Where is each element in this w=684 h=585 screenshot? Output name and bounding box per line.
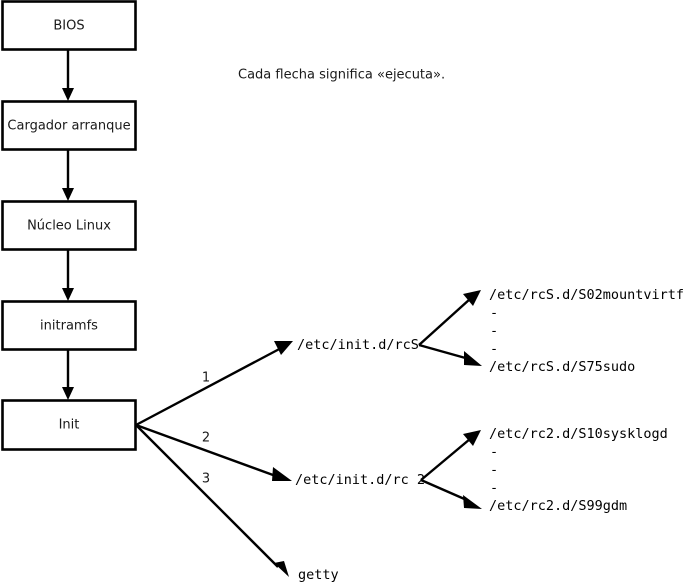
diagram-caption: Cada flecha significa «ejecuta». xyxy=(238,68,445,83)
box-bios-rect xyxy=(1,0,137,51)
box-init: Init xyxy=(1,399,137,451)
arrow-head-rc2-last xyxy=(463,495,482,509)
rcs-ellipsis-dash-2: - xyxy=(490,323,498,339)
box-init-rect xyxy=(1,399,137,451)
box-bios-label: BIOS xyxy=(53,19,84,34)
rc2-ellipsis-dash-1: - xyxy=(490,444,498,460)
box-initramfs-label: initramfs xyxy=(40,319,98,334)
init-branch-3 xyxy=(135,424,289,577)
arrow-head-bios-to-bootloader xyxy=(62,88,74,101)
box-initramfs: initramfs xyxy=(1,300,137,351)
label-rcs-last-script: /etc/rcS.d/S75sudo xyxy=(489,359,635,375)
init-branch-3-number: 3 xyxy=(202,472,210,487)
box-bootloader-rect xyxy=(1,100,137,151)
box-kernel-label: Núcleo Linux xyxy=(27,219,111,234)
arrow-head-kernel-to-initramfs xyxy=(62,288,74,301)
arrow-head-rcs-first xyxy=(463,290,481,306)
rc2-fan-bottom xyxy=(420,478,482,509)
init-branch-2 xyxy=(135,423,292,481)
rcs-fan-bottom-line xyxy=(418,343,470,361)
boot-chain-connectors xyxy=(62,50,74,400)
box-kernel: Núcleo Linux xyxy=(1,200,137,251)
box-kernel-rect xyxy=(1,200,137,251)
init-branch-2-number: 2 xyxy=(202,431,210,446)
label-getty: getty xyxy=(298,567,339,583)
rcs-ellipsis-dash-3: - xyxy=(490,341,498,357)
rc2-fan-top xyxy=(420,430,481,481)
init-branch-1-line xyxy=(135,344,286,427)
arrow-head-rc2-first xyxy=(463,430,481,446)
rcs-fan-top xyxy=(418,290,481,346)
init-branch-1 xyxy=(135,341,293,427)
arrow-head-init-branch-1 xyxy=(274,341,293,355)
box-init-label: Init xyxy=(59,418,80,433)
arrow-head-bootloader-to-kernel xyxy=(62,188,74,201)
rcs-fan-bottom xyxy=(418,343,482,366)
arrow-head-initramfs-to-init xyxy=(62,387,74,400)
rcs-fan-top-line xyxy=(418,298,471,346)
init-branch-1-number: 1 xyxy=(202,371,210,386)
arrow-head-init-branch-2 xyxy=(272,467,292,481)
label-rcs-first-script: /etc/rcS.d/S02mountvirtfs xyxy=(489,287,684,303)
label-rcs-script: /etc/init.d/rcS xyxy=(297,337,419,353)
rc2-fan-bottom-line xyxy=(420,478,470,503)
label-rc2-first-script: /etc/rc2.d/S10sysklogd xyxy=(489,426,668,442)
arrow-head-rcs-last xyxy=(464,351,482,366)
box-bootloader: Cargador arranque xyxy=(1,100,137,151)
label-rc2-last-script: /etc/rc2.d/S99gdm xyxy=(489,498,627,514)
rc2-ellipsis-dash-3: - xyxy=(490,480,498,496)
init-branch-3-line xyxy=(135,424,279,568)
box-initramfs-rect xyxy=(1,300,137,351)
init-branch-2-line xyxy=(135,423,274,477)
arrow-head-init-branch-3 xyxy=(274,561,289,577)
rc2-fan-top-line xyxy=(420,438,471,481)
rc2-ellipsis-dash-2: - xyxy=(490,462,498,478)
rcs-ellipsis-dash-1: - xyxy=(490,305,498,321)
box-bios: BIOS xyxy=(1,0,137,51)
box-bootloader-label: Cargador arranque xyxy=(7,119,130,134)
label-rc2-script: /etc/init.d/rc 2 xyxy=(295,472,425,488)
